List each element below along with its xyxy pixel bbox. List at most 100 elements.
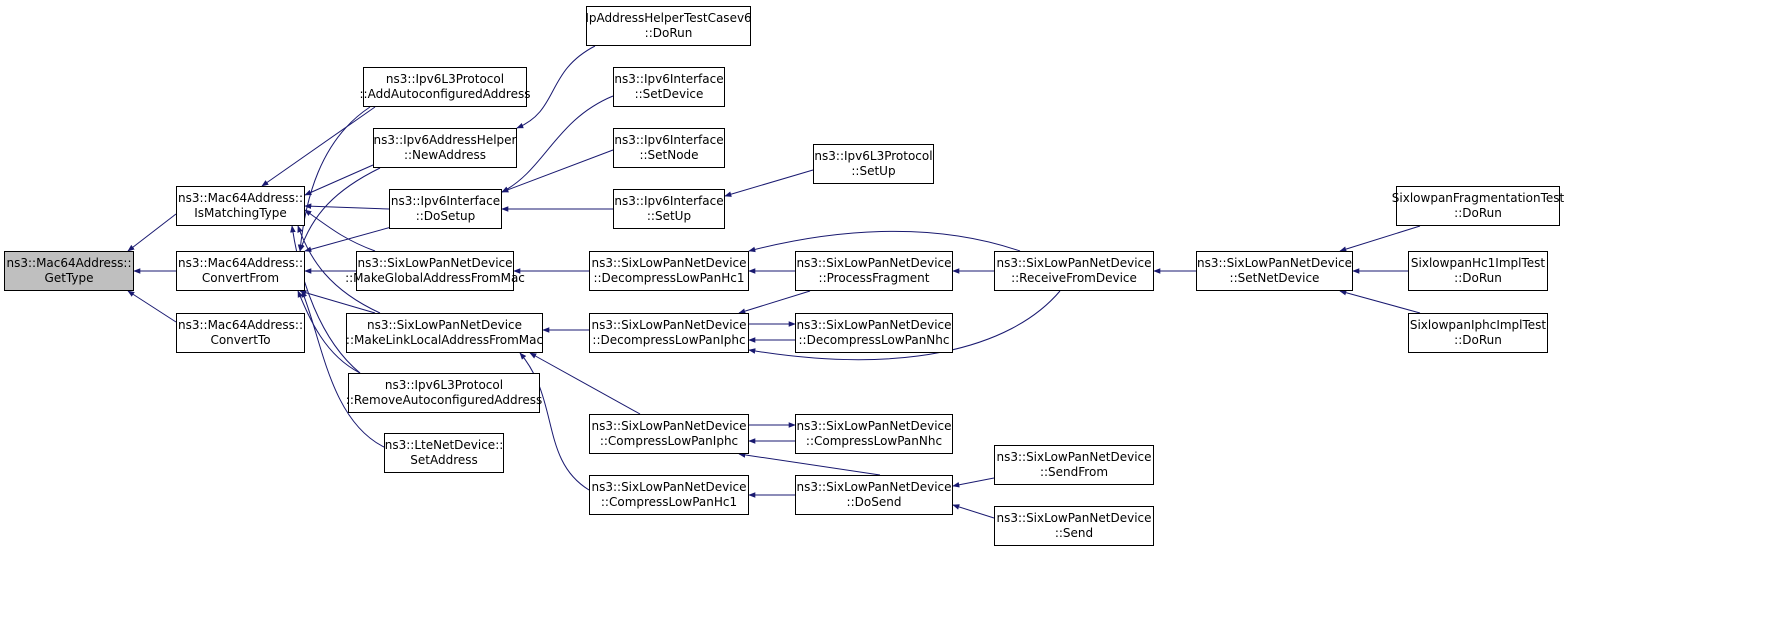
node-label-line1: ns3::Ipv6Interface [614,133,724,147]
node-convertto[interactable]: ns3::Mac64Address::ConvertTo [176,313,305,353]
edge-makeglobal-to-ismatching [304,209,376,252]
node-label-line1: ns3::Ipv6L3Protocol [384,378,504,392]
node-label-line1: ns3::SixLowPanNetDevice [591,256,747,270]
node-label-line1: ns3::SixLowPanNetDevice [796,318,952,332]
edge-sendfrom-to-dosend [952,477,995,488]
edge-ismatching-to-gettype [127,213,177,252]
node-label-line1: ns3::Ipv6L3Protocol [385,72,505,86]
node-makelinklocal[interactable]: ns3::SixLowPanNetDevice::MakeLinkLocalAd… [346,313,543,353]
node-label-line1: ns3::SixLowPanNetDevice [996,450,1152,464]
edge-l3setup-to-ifsetup [724,169,814,197]
node-label-line1: ns3::SixLowPanNetDevice [591,318,747,332]
node-l3setup[interactable]: ns3::Ipv6L3Protocol::SetUp [813,144,934,184]
node-label-line1: IpAddressHelperTestCasev6 [585,11,752,25]
node-label-line1: ns3::Mac64Address:: [6,256,132,270]
node-label-line1: ns3::SixLowPanNetDevice [996,256,1152,270]
node-dosetup[interactable]: ns3::Ipv6Interface::DoSetup [389,189,502,229]
node-comphc1[interactable]: ns3::SixLowPanNetDevice::CompressLowPanH… [589,475,749,515]
node-ifsetup[interactable]: ns3::Ipv6Interface::SetUp [613,189,725,229]
edge-setdevice-to-dosetup [501,95,614,193]
edge-recvfrom-to-decomphc1 [748,230,1021,253]
node-label-line1: ns3::SixLowPanNetDevice [591,480,747,494]
edge-dosetup-to-convertfrom [304,225,396,253]
edge-dosetup-to-ismatching [304,203,390,210]
node-label-line1: ns3::SixLowPanNetDevice [366,318,523,332]
node-setdevice[interactable]: ns3::Ipv6Interface::SetDevice [613,67,725,107]
node-iptest[interactable]: IpAddressHelperTestCasev6::DoRun [585,6,752,46]
node-label-line1: ns3::LteNetDevice:: [384,438,504,452]
edge-makelinklocal-to-convertfrom [299,290,376,314]
node-label-line1: SixlowpanIphcImplTest [1409,318,1547,332]
edge-removeauto-to-convertfrom [297,290,361,374]
node-addauto[interactable]: ns3::Ipv6L3Protocol::AddAutoconfiguredAd… [360,67,530,107]
node-label-line1: SixlowpanHc1ImplTest [1410,256,1546,270]
node-label-line1: ns3::Ipv6Interface [614,72,724,86]
edge-addauto-to-ismatching [261,106,376,187]
node-label-line1: ns3::Ipv6L3Protocol [814,149,933,163]
node-fragtest[interactable]: SixlowpanFragmentationTest::DoRun [1392,186,1564,226]
node-label-line2: ::ReceiveFromDevice [1011,271,1137,285]
node-label-line2: ::SetUp [646,209,692,223]
edge-comphc1-to-makelinklocal [519,352,590,491]
node-newaddress[interactable]: ns3::Ipv6AddressHelper::NewAddress [373,128,517,168]
edge-convertto-to-gettype [127,290,177,323]
node-decompnhc[interactable]: ns3::SixLowPanNetDevice::DecompressLowPa… [795,313,953,353]
node-ismatching[interactable]: ns3::Mac64Address::IsMatchingType [176,186,305,226]
node-procfrag[interactable]: ns3::SixLowPanNetDevice::ProcessFragment [795,251,953,291]
edge-dosend-to-compiphc [738,452,881,476]
node-makeglobal[interactable]: ns3::SixLowPanNetDevice::MakeGlobalAddre… [345,251,525,291]
node-label-line2: ::ProcessFragment [818,271,930,285]
node-label-line2: ::CompressLowPanIphc [599,434,739,448]
edge-makelinklocal-to-ismatching [297,225,381,314]
node-label-line1: ns3::SixLowPanNetDevice [1196,256,1353,270]
node-label-line1: ns3::SixLowPanNetDevice [357,256,513,270]
node-label-line2: ::SetDevice [634,87,704,101]
node-convertfrom[interactable]: ns3::Mac64Address::ConvertFrom [176,251,305,291]
node-label-line2: ::CompressLowPanNhc [805,434,943,448]
node-label-line2: ::RemoveAutoconfiguredAddress [345,393,543,407]
node-label-line1: ns3::Ipv6Interface [390,194,501,208]
edge-ltesetaddr-to-convertfrom [301,290,385,448]
node-label-line1: ns3::SixLowPanNetDevice [796,480,952,494]
node-label-line2: ::SetNode [639,148,699,162]
node-hc1test[interactable]: SixlowpanHc1ImplTest::DoRun [1408,251,1548,291]
node-label-line1: ns3::Ipv6AddressHelper [373,133,517,147]
node-label-line2: ::AddAutoconfiguredAddress [359,87,531,101]
node-recvfrom[interactable]: ns3::SixLowPanNetDevice::ReceiveFromDevi… [994,251,1154,291]
edge-iptest-to-newaddress [516,45,596,129]
node-label-line2: ::NewAddress [403,148,487,162]
node-label-line2: ::SetUp [851,164,896,178]
node-decompiphc[interactable]: ns3::SixLowPanNetDevice::DecompressLowPa… [589,313,749,353]
node-label-line2: ::DoSetup [415,209,476,223]
node-label-line1: ns3::Mac64Address:: [177,318,304,332]
node-label-line1: ns3::SixLowPanNetDevice [796,256,952,270]
edge-addauto-to-convertfrom [297,106,371,252]
node-iphctest[interactable]: SixlowpanIphcImplTest::DoRun [1408,313,1548,353]
node-decomphc1[interactable]: ns3::SixLowPanNetDevice::DecompressLowPa… [589,251,749,291]
node-label-line2: ::DoRun [644,26,693,40]
node-label-line2: ::DoRun [1454,271,1502,285]
node-label-line1: ns3::Ipv6Interface [614,194,724,208]
node-setnode[interactable]: ns3::Ipv6Interface::SetNode [613,128,725,168]
node-removeauto[interactable]: ns3::Ipv6L3Protocol::RemoveAutoconfigure… [345,373,543,413]
edge-compiphc-to-makelinklocal [529,352,641,415]
node-label-line1: ns3::SixLowPanNetDevice [796,419,952,433]
edge-newaddress-to-convertfrom [299,167,381,252]
node-compnhc[interactable]: ns3::SixLowPanNetDevice::CompressLowPanN… [795,414,953,454]
edge-fragtest-to-setnetdev [1339,225,1421,252]
node-send[interactable]: ns3::SixLowPanNetDevice::Send [994,506,1154,546]
node-label-line2: IsMatchingType [194,206,287,220]
edge-setnode-to-dosetup [501,149,614,193]
node-compiphc[interactable]: ns3::SixLowPanNetDevice::CompressLowPanI… [589,414,749,454]
node-dosend[interactable]: ns3::SixLowPanNetDevice::DoSend [795,475,953,515]
node-label-line2: ::Send [1054,526,1094,540]
node-sendfrom[interactable]: ns3::SixLowPanNetDevice::SendFrom [994,445,1154,485]
node-ltesetaddr[interactable]: ns3::LteNetDevice::SetAddress [384,433,504,473]
node-label-line2: ::MakeGlobalAddressFromMac [345,271,525,285]
node-label-line2: ConvertTo [210,333,271,347]
node-label-line2: ::DoSend [846,495,902,509]
node-label-line2: ::SendFrom [1039,465,1109,479]
node-setnetdev[interactable]: ns3::SixLowPanNetDevice::SetNetDevice [1196,251,1353,291]
